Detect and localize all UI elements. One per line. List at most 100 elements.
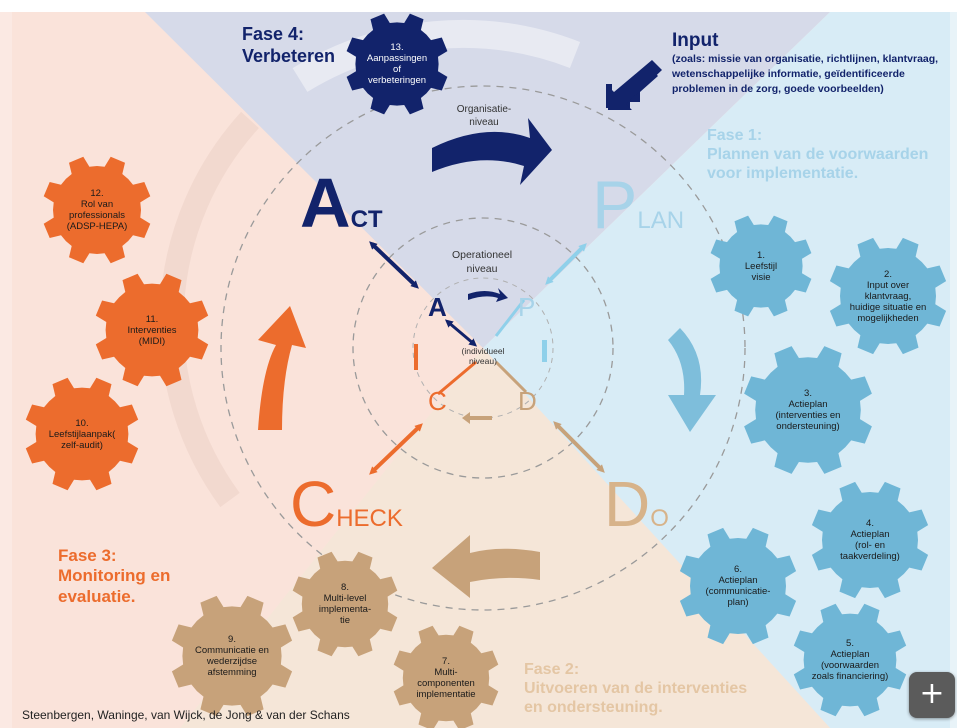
middle-ring: [352, 217, 614, 479]
gear-text: Leefstijl visie: [744, 260, 778, 283]
gear-8-label: 8.Multi-level implementa- tie: [305, 582, 386, 626]
phase2-name-1: Uitvoeren van de interventies: [524, 680, 748, 698]
check-connector: [369, 423, 423, 475]
gear-text: Aanpassingen of verbeteringen: [366, 53, 428, 86]
gear-text: Input over klantvraag, huidige situatie …: [849, 279, 927, 324]
gear-text: Communicatie en wederzijdse afstemming: [195, 645, 269, 678]
gear-1-label: 1.Leefstijl visie: [722, 250, 800, 283]
gear-text: Actieplan (communicatie- plan): [705, 575, 771, 608]
gear-5-label: 5.Actieplan (voorwaarden zoals financier…: [807, 638, 894, 682]
phase4-name: Verbeteren: [242, 45, 336, 66]
act-small-label: A: [428, 292, 447, 322]
phase3-label: Fase 3:: [58, 546, 117, 565]
gear-10-label: 10.Leefstijlaanpak( zelf-audit): [39, 418, 126, 451]
gear-text: Rol van professionals (ADSP-HEPA): [66, 199, 128, 232]
do-connector: [553, 421, 605, 473]
gear-6-label: 6.Actieplan (communicatie- plan): [693, 564, 783, 608]
gear-7-label: 7.Multi- componenten implementatie: [406, 656, 487, 700]
gear-number: 12.: [90, 188, 104, 199]
gear-text: Actieplan (rol- en taakverdeling): [840, 529, 900, 562]
do-small-label: D: [518, 386, 537, 416]
phase2-title: Fase 2: Uitvoeren van de interventies en…: [524, 660, 747, 718]
add-button[interactable]: +: [909, 672, 955, 718]
phase4-label: Fase 4:: [242, 24, 305, 44]
do-label: DO: [604, 468, 669, 540]
credit-line: Steenbergen, Waninge, van Wijck, de Jong…: [22, 708, 350, 722]
gear-number: 13.: [390, 42, 404, 53]
gear-number: 6.: [734, 564, 742, 575]
phase1-label: Fase 1:: [707, 127, 763, 144]
phase3-title: Fase 3: Monitoring en evaluatie.: [58, 546, 170, 607]
input-block: Input (zoals: missie van organisatie, ri…: [672, 30, 942, 97]
gear-11-label: 11.Interventies (MIDI): [109, 314, 196, 347]
gear-text: Actieplan (voorwaarden zoals financierin…: [811, 649, 889, 682]
phase1-name-2: voor implementatie.: [707, 165, 859, 183]
gear-1-icon: [710, 215, 812, 317]
phase3-name-2: evaluatie.: [58, 586, 136, 606]
act-connector: [369, 241, 419, 289]
gear-10-icon: [25, 377, 139, 491]
gear-4-icon: [811, 481, 929, 599]
gear-number: 7.: [442, 656, 450, 667]
left-strip: [0, 12, 12, 728]
gear-3-label: 3.Actieplan (interventies en ondersteuni…: [759, 388, 858, 432]
do-left-arrow: [432, 535, 540, 598]
phase1-name-1: Plannen van de voorwaarden: [707, 146, 929, 164]
gear-number: 4.: [866, 518, 874, 529]
input-description: (zoals: missie van organisatie, richtlij…: [672, 53, 939, 95]
gear-number: 9.: [228, 634, 236, 645]
check-up-arrow: [258, 306, 306, 430]
outer-ring: [220, 85, 746, 611]
gear-9-icon: [171, 595, 293, 717]
plan-label: PLAN: [592, 167, 685, 243]
gear-3-icon: [744, 346, 872, 474]
gear-11-icon: [95, 273, 209, 387]
gear-text: Leefstijlaanpak( zelf-audit): [48, 428, 116, 451]
input-title: Input: [672, 30, 719, 51]
gear-number: 8.: [341, 582, 349, 593]
gear-13-icon: [346, 13, 448, 115]
gear-number: 1.: [757, 249, 765, 261]
input-arrow-head: [608, 60, 662, 110]
gear-9-label: 9.Communicatie en wederzijdse afstemming: [186, 634, 279, 678]
plan-connector: [545, 243, 587, 285]
outer-cycle-arrow: [292, 19, 581, 92]
right-strip: [950, 12, 957, 728]
gear-4-label: 4.Actieplan (rol- en taakverdeling): [825, 518, 915, 562]
gear-text: Interventies (MIDI): [127, 324, 177, 347]
plan-small-label: P: [518, 292, 536, 322]
gear-number: 5.: [846, 638, 854, 649]
plan-down-arrow: [668, 328, 716, 432]
gear-13-label: 13.Aanpassingen of verbeteringen: [358, 42, 436, 86]
quadrant-top: [145, 12, 830, 348]
top-white: [0, 0, 957, 12]
organisation-level-label: Organisatie- niveau: [456, 104, 512, 128]
phase2-label: Fase 2:: [524, 661, 580, 678]
gear-text: Multi-level implementa- tie: [318, 593, 372, 626]
phase1-title: Fase 1: Plannen van de voorwaarden voor …: [707, 126, 928, 184]
gear-number: 3.: [804, 388, 812, 399]
gear-text: Actieplan (interventies en ondersteuning…: [775, 399, 841, 432]
gear-2-icon: [829, 237, 947, 355]
phase4-title: Fase 4: Verbeteren: [242, 24, 335, 67]
gear-6-icon: [679, 527, 797, 645]
gear-8-icon: [292, 551, 398, 657]
gear-number: 10.: [75, 417, 89, 429]
gear-2-label: 2.Input over klantvraag, huidige situati…: [843, 269, 933, 324]
gear-number: 2.: [884, 268, 892, 280]
gear-12-label: 12.Rol van professionals (ADSP-HEPA): [56, 188, 139, 232]
act-label: ACT: [300, 164, 383, 242]
individual-level-label: (individueel niveau): [461, 346, 505, 366]
gear-text: Multi- componenten implementatie: [416, 667, 476, 700]
check-label: CHECK: [290, 468, 403, 540]
inner-ring: [412, 277, 554, 419]
phase3-name-1: Monitoring en: [58, 566, 171, 586]
operational-level-label: Operationeel niveau: [451, 249, 513, 275]
phase2-name-2: en ondersteuning.: [524, 699, 663, 717]
gear-5-icon: [793, 603, 907, 717]
organisation-arrow: [432, 118, 552, 185]
gear-7-icon: [393, 625, 499, 728]
gear-12-icon: [43, 156, 151, 264]
